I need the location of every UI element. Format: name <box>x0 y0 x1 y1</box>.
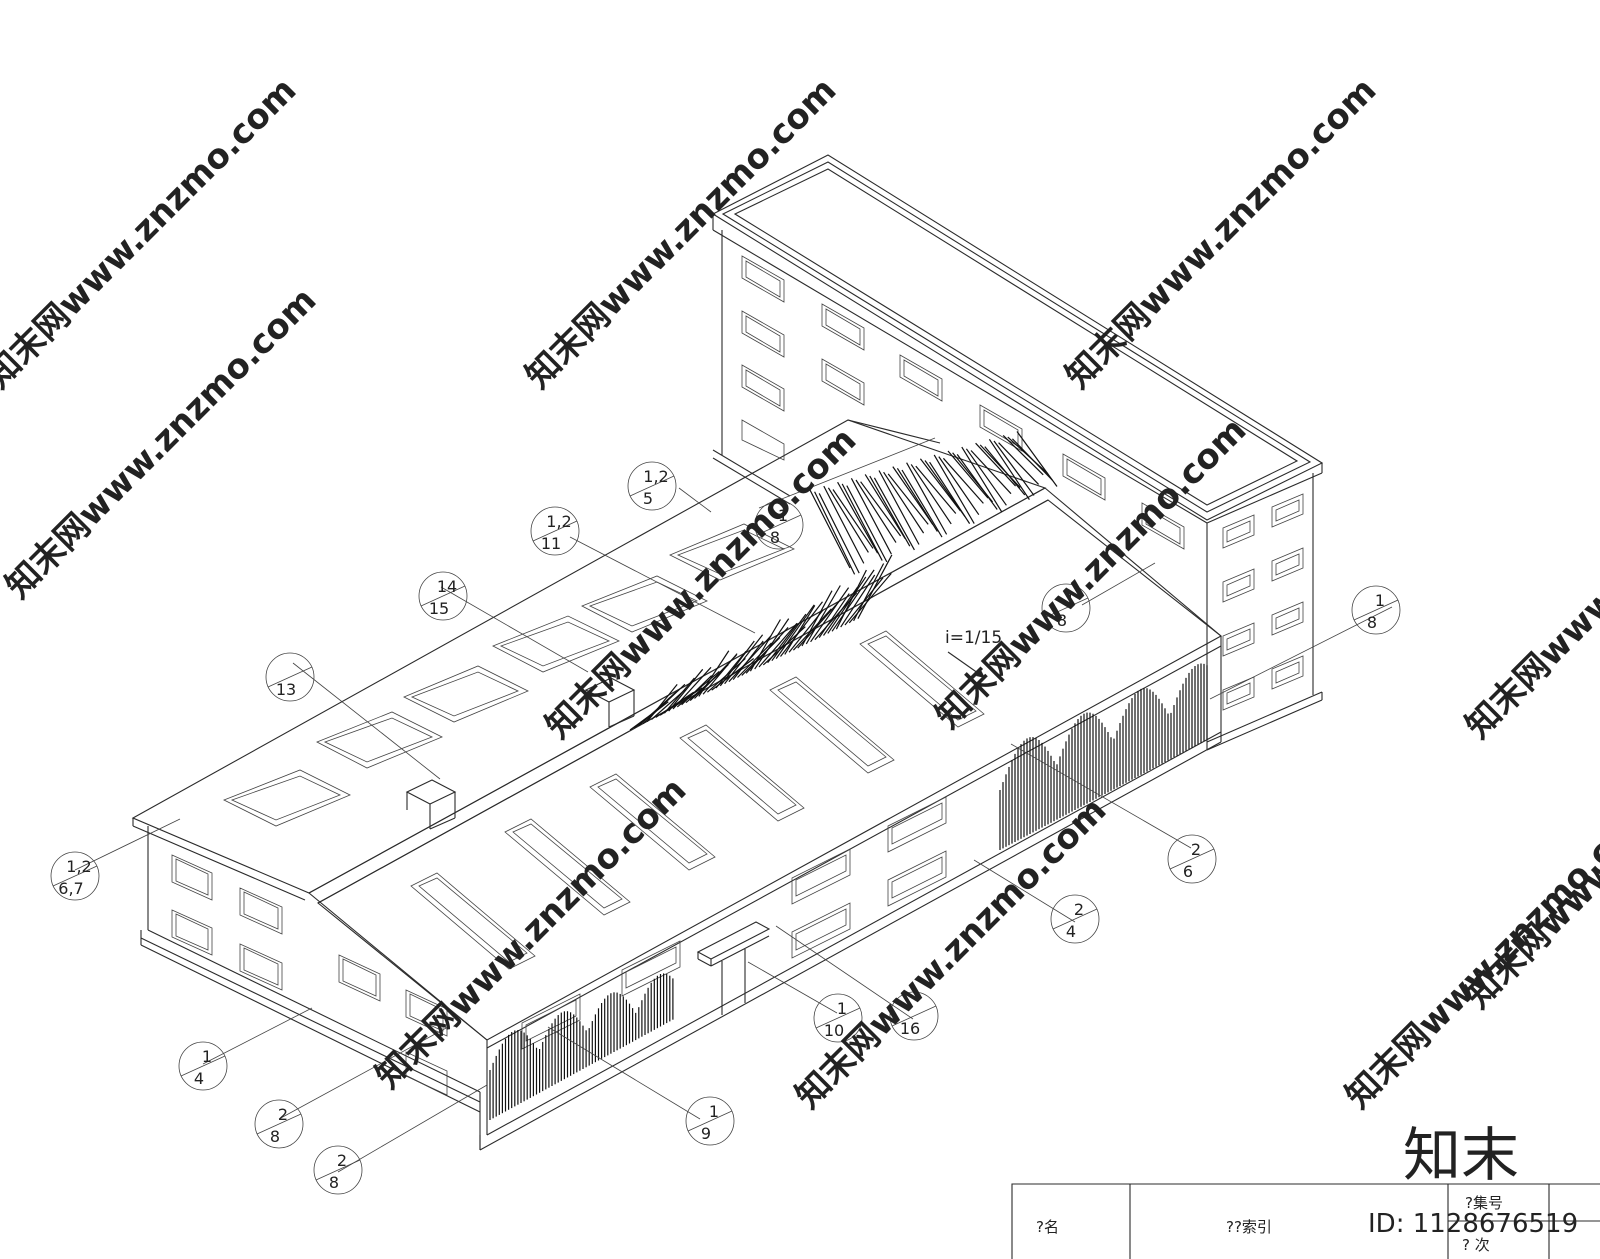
callout-top-label: 2 <box>1074 900 1084 919</box>
watermark-text: 知末网www.znzmo.com <box>928 410 1254 736</box>
callout-circle <box>754 500 804 550</box>
callout-top-label: 1,2 <box>66 857 91 876</box>
callout-5: 13 <box>265 652 315 702</box>
callout-circle <box>178 1041 228 1091</box>
callout-1: 1,25 <box>627 461 677 511</box>
callout-top-label: 1 <box>778 506 788 525</box>
slope-label: i=1/15 <box>945 628 1002 648</box>
callout-circle <box>265 652 315 702</box>
callout-circle <box>50 851 100 901</box>
callout-bottom-label: 10 <box>824 1021 844 1040</box>
callout-bottom-label: 8 <box>270 1127 280 1146</box>
callout-circle <box>1351 585 1401 635</box>
callout-top-label: 1 <box>202 1047 212 1066</box>
callout-13: 14 <box>178 1041 228 1091</box>
callout-top-label: 2 <box>1191 840 1201 859</box>
tall-block <box>711 154 1324 751</box>
watermark-text: 知末网www.znzmo.com <box>538 420 864 746</box>
callout-3: 1,211 <box>530 506 580 556</box>
callout-16: 28 <box>313 1145 363 1195</box>
callout-circle <box>530 506 580 556</box>
title-block: ?名 ??索引 ?集号 ? 次 <box>1011 1183 1600 1259</box>
title-block-page-label: ? 次 <box>1462 1236 1490 1254</box>
callout-bottom-label: 16 <box>900 1019 920 1038</box>
callout-bottom-label: 9 <box>701 1124 711 1143</box>
callout-circle <box>1050 894 1100 944</box>
callout-8: 1,26,7 <box>50 851 100 901</box>
callout-top-label: 2 <box>278 1105 288 1124</box>
callout-circle <box>418 571 468 621</box>
callout-11: 110 <box>813 993 863 1043</box>
image-id-watermark: ID: 1128676519 <box>1368 1209 1578 1239</box>
callout-bottom-label: 4 <box>1066 922 1076 941</box>
callout-7: 18 <box>1351 585 1401 635</box>
slope-annotation: i=1/15 <box>945 628 1002 679</box>
callout-circle <box>1167 834 1217 884</box>
callout-circle <box>685 1096 735 1146</box>
callout-15: 19 <box>685 1096 735 1146</box>
brand-watermark: 知末 <box>1403 1121 1519 1189</box>
callout-top-label: 1 <box>837 999 847 1018</box>
callout-bottom-label: 8 <box>329 1173 339 1192</box>
callout-bottom-label: 6,7 <box>58 879 83 898</box>
callout-bottom-label: 8 <box>770 528 780 547</box>
callout-top-label: 1 <box>1065 589 1075 608</box>
callout-top-label: 1,2 <box>643 467 668 486</box>
callout-circle <box>254 1099 304 1149</box>
callout-top-label: 1,2 <box>546 512 571 531</box>
callout-12: 16 <box>889 991 939 1041</box>
callout-2: 18 <box>754 500 804 550</box>
callout-circle <box>313 1145 363 1195</box>
watermark-text: 知末网www.znzmo.com <box>1458 420 1600 746</box>
callout-bottom-label: 11 <box>541 534 561 553</box>
low-block <box>131 419 1222 1151</box>
callout-10: 24 <box>1050 894 1100 944</box>
callout-top-label: 14 <box>437 577 457 596</box>
callout-bottom-label: 15 <box>429 599 449 618</box>
title-block-index-label: ??索引 <box>1226 1218 1272 1236</box>
callout-bottom-label: 4 <box>194 1069 204 1088</box>
callout-bottom-label: 8 <box>1057 611 1067 630</box>
callout-bottom-label: 8 <box>1367 613 1377 632</box>
callout-6: 18 <box>1041 583 1091 633</box>
callout-14: 28 <box>254 1099 304 1149</box>
title-block-set-label: ?集号 <box>1465 1194 1503 1212</box>
callout-circle <box>1041 583 1091 633</box>
callout-bottom-label: 6 <box>1183 862 1193 881</box>
callout-circle <box>813 993 863 1043</box>
callout-top-label: 2 <box>337 1151 347 1170</box>
callout-bottom-label: 5 <box>643 489 653 508</box>
watermark-text: 知末网www.znzmo.com <box>518 70 844 396</box>
watermark-text: 知末网www.znzmo.com <box>1338 790 1600 1116</box>
callout-top-label: 1 <box>709 1102 719 1121</box>
callout-9: 26 <box>1167 834 1217 884</box>
callout-bottom-label: 13 <box>276 680 296 699</box>
callout-circle <box>889 991 939 1041</box>
watermark-text: 知末网www.znzmo.com <box>1058 70 1384 396</box>
shading-hatch <box>489 431 1208 1120</box>
callout-top-label: 1 <box>1375 591 1385 610</box>
leader-lines <box>74 437 1393 1173</box>
title-block-name-label: ?名 <box>1036 1218 1059 1236</box>
callout-circle <box>627 461 677 511</box>
